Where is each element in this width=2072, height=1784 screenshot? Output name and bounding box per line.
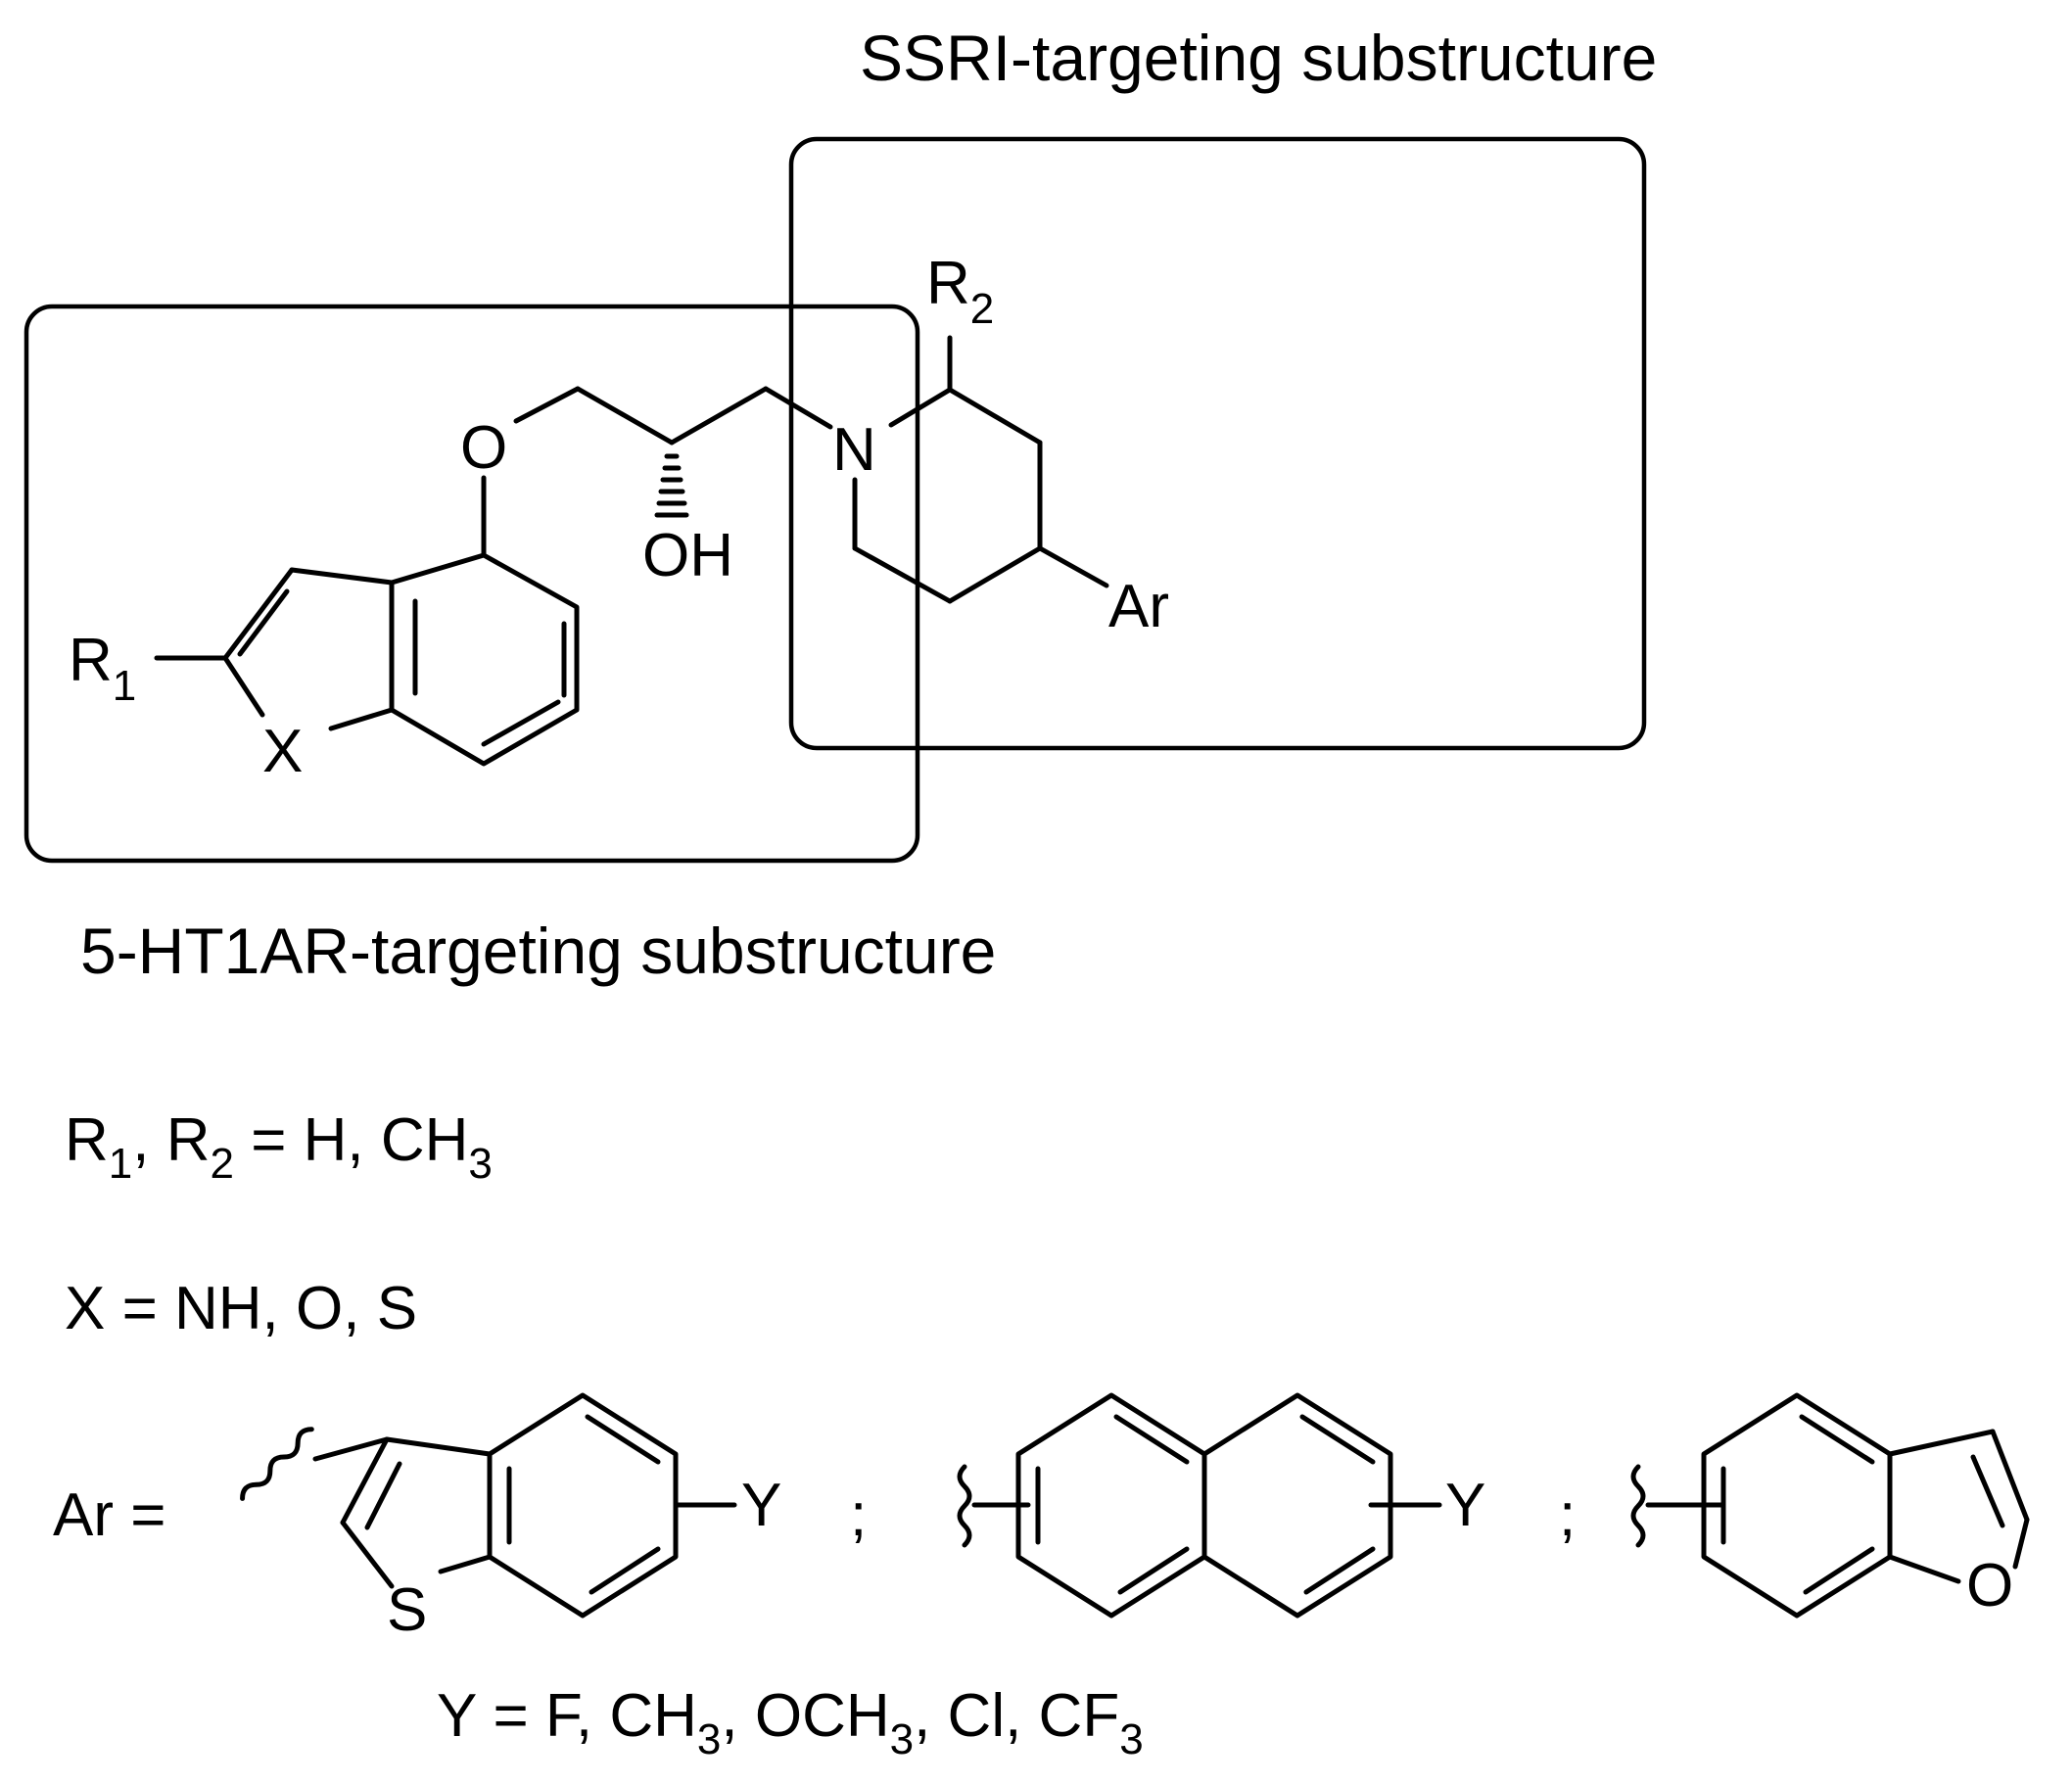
ar-option-benzofuran: [1630, 1392, 2030, 1619]
atom-hydroxyl: OH: [642, 522, 733, 589]
separator-2: ;: [1559, 1481, 1576, 1549]
atom-y-2: Y: [1445, 1472, 1485, 1539]
atom-y-1: Y: [741, 1472, 781, 1539]
atom-nitrogen: N: [832, 416, 876, 484]
atom-furan-oxygen: O: [1966, 1552, 2013, 1620]
ssri-box: [788, 136, 1647, 751]
main-molecule-bonds: [154, 335, 1109, 767]
atom-x: X: [262, 718, 303, 785]
ar-option-naphthalene: [957, 1392, 1442, 1619]
ar-prefix: Ar =: [53, 1481, 165, 1549]
atom-r1: R1: [69, 627, 136, 710]
ht1a-caption: 5-HT1AR-targeting substructure: [80, 915, 996, 987]
atom-ar: Ar: [1108, 573, 1169, 640]
atom-oxygen: O: [460, 414, 507, 482]
ssri-caption: SSRI-targeting substructure: [860, 22, 1657, 94]
ht1a-box: [24, 304, 920, 864]
ar-option-benzothiophene: [240, 1392, 737, 1619]
atom-s: S: [387, 1576, 427, 1644]
y-definition: Y = F, CH3, OCH3, Cl, CF3: [437, 1682, 1144, 1763]
r-definition: R1, R2 = H, CH3: [65, 1106, 493, 1188]
atom-r2: R2: [926, 250, 994, 333]
x-definition: X = NH, O, S: [65, 1275, 417, 1342]
separator-1: ;: [850, 1481, 867, 1549]
hashed-wedge-bond: [654, 453, 689, 518]
